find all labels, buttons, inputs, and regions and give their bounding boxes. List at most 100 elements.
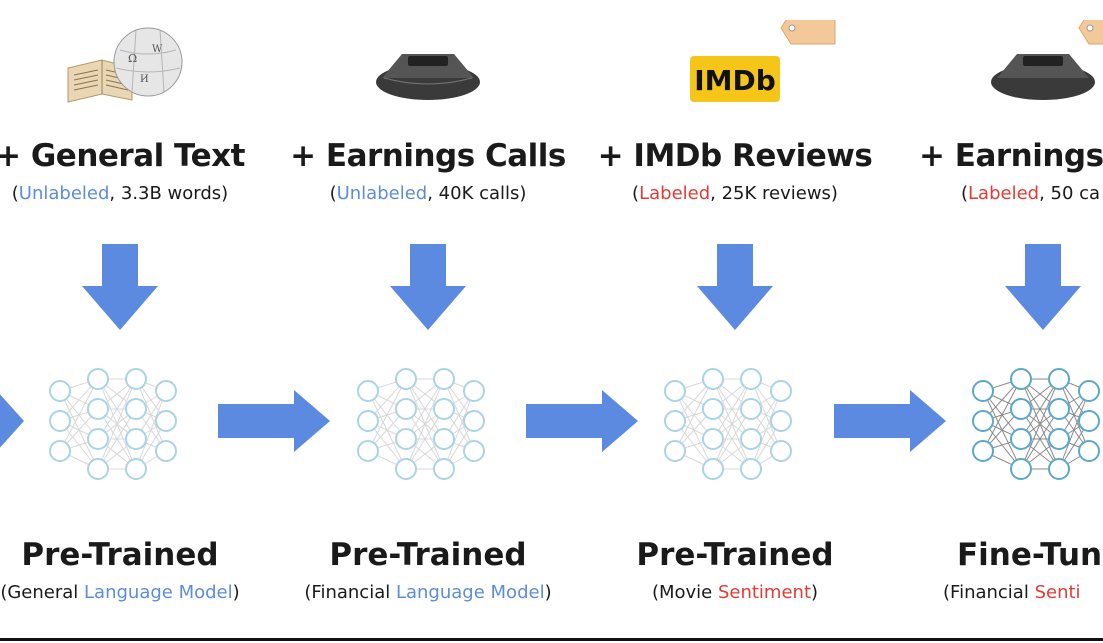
- conference-phone-icon: [913, 11, 1103, 110]
- stage-label-sub: (Movie Sentiment): [651, 582, 819, 603]
- network-node: [463, 440, 485, 462]
- network-node: [463, 410, 485, 432]
- stage-subtitle: (Unlabeled, 40K calls): [329, 183, 527, 204]
- network-node: [972, 380, 994, 402]
- stage-label-sub: (Financial Senti: [943, 582, 1081, 603]
- network-edge: [1058, 390, 1090, 470]
- network-node: [87, 458, 109, 480]
- right-arrow: [834, 390, 946, 456]
- stage-general-text: Ω W И + General Text (Unlabeled, 3.3B wo…: [0, 0, 250, 643]
- network-node: [395, 458, 417, 480]
- network-node: [87, 428, 109, 450]
- network-edge: [443, 390, 475, 470]
- network-node: [49, 380, 71, 402]
- stage-subtitle: (Labeled, 25K reviews): [632, 183, 838, 204]
- network-node: [1010, 428, 1032, 450]
- network-node: [1078, 410, 1100, 432]
- network-node: [463, 380, 485, 402]
- right-arrow: [218, 390, 330, 456]
- network-edge: [1020, 408, 1060, 470]
- stage-title: + Earnings Calls: [290, 138, 566, 174]
- network-node: [770, 410, 792, 432]
- price-tag-icon: [780, 11, 836, 45]
- network-node: [433, 428, 455, 450]
- network-node: [664, 410, 686, 432]
- network-node: [49, 440, 71, 462]
- network-edge: [712, 408, 752, 470]
- network-edge: [367, 378, 407, 452]
- stage-title: + General Text: [0, 138, 245, 174]
- network-node: [770, 440, 792, 462]
- network-node: [1048, 368, 1070, 390]
- network-edge: [712, 378, 752, 470]
- network-edge: [405, 378, 445, 440]
- imdb-logo-icon: IMDb: [605, 11, 865, 110]
- network-node: [740, 398, 762, 420]
- network-node: [1048, 398, 1070, 420]
- network-edge: [982, 378, 1022, 452]
- network-edge: [405, 378, 445, 470]
- neural-network-icon: [663, 362, 793, 486]
- unlabeled-tag: Unlabeled: [336, 183, 428, 204]
- neural-network-icon-trained: [971, 362, 1101, 486]
- bottom-rule: [0, 638, 1103, 641]
- network-node: [1048, 458, 1070, 480]
- price-tag-icon: [1078, 11, 1103, 45]
- network-node: [770, 380, 792, 402]
- network-node: [702, 368, 724, 390]
- network-node: [125, 458, 147, 480]
- network-edge: [97, 378, 137, 440]
- unlabeled-tag: Unlabeled: [18, 183, 110, 204]
- network-edge: [712, 378, 752, 440]
- network-node: [433, 368, 455, 390]
- right-arrow: [0, 390, 24, 456]
- network-node: [155, 410, 177, 432]
- conference-phone-icon: [298, 20, 558, 110]
- network-node: [125, 368, 147, 390]
- right-arrow: [526, 390, 638, 456]
- network-edge: [1020, 378, 1060, 470]
- network-node: [664, 440, 686, 462]
- stage-label: Pre-Trained: [21, 537, 219, 573]
- network-node: [357, 410, 379, 432]
- stage-subtitle: (Unlabeled, 3.3B words): [11, 183, 229, 204]
- stage-label-sub: (General Language Model): [0, 582, 240, 603]
- network-edge: [750, 390, 782, 470]
- network-node: [972, 440, 994, 462]
- network-node: [702, 458, 724, 480]
- network-node: [395, 368, 417, 390]
- network-edge: [97, 378, 137, 470]
- stage-subtitle: (Labeled, 50 ca: [961, 183, 1101, 204]
- network-node: [1010, 458, 1032, 480]
- stage-label: Fine-Tune: [957, 537, 1103, 573]
- down-arrow: [697, 244, 773, 334]
- network-node: [155, 440, 177, 462]
- network-node: [664, 380, 686, 402]
- network-edge: [1020, 378, 1060, 440]
- stage-earnings-calls-labeled: + Earnings C (Labeled, 50 ca Fine-Tune (…: [913, 0, 1103, 643]
- network-node: [125, 428, 147, 450]
- down-arrow: [82, 244, 158, 334]
- down-arrow: [1005, 244, 1081, 334]
- svg-text:IMDb: IMDb: [694, 64, 776, 97]
- wikipedia-book-icon: Ω W И: [0, 20, 250, 110]
- stage-earnings-calls: + Earnings Calls (Unlabeled, 40K calls) …: [290, 0, 566, 643]
- stage-label: Pre-Trained: [329, 537, 527, 573]
- stage-label-sub: (Financial Language Model): [304, 582, 552, 603]
- labeled-tag: Labeled: [968, 183, 1040, 204]
- network-node: [433, 458, 455, 480]
- stage-imdb-reviews: IMDb + IMDb Reviews (Labeled, 25K review…: [598, 0, 873, 643]
- network-node: [87, 398, 109, 420]
- neural-network-icon: [356, 362, 486, 486]
- network-node: [702, 398, 724, 420]
- network-node: [49, 410, 71, 432]
- network-node: [395, 398, 417, 420]
- network-node: [1010, 368, 1032, 390]
- svg-text:И: И: [140, 74, 149, 85]
- network-node: [155, 380, 177, 402]
- network-node: [1048, 428, 1070, 450]
- network-node: [125, 398, 147, 420]
- network-edge: [59, 378, 99, 452]
- network-node: [740, 428, 762, 450]
- network-edge: [405, 408, 445, 470]
